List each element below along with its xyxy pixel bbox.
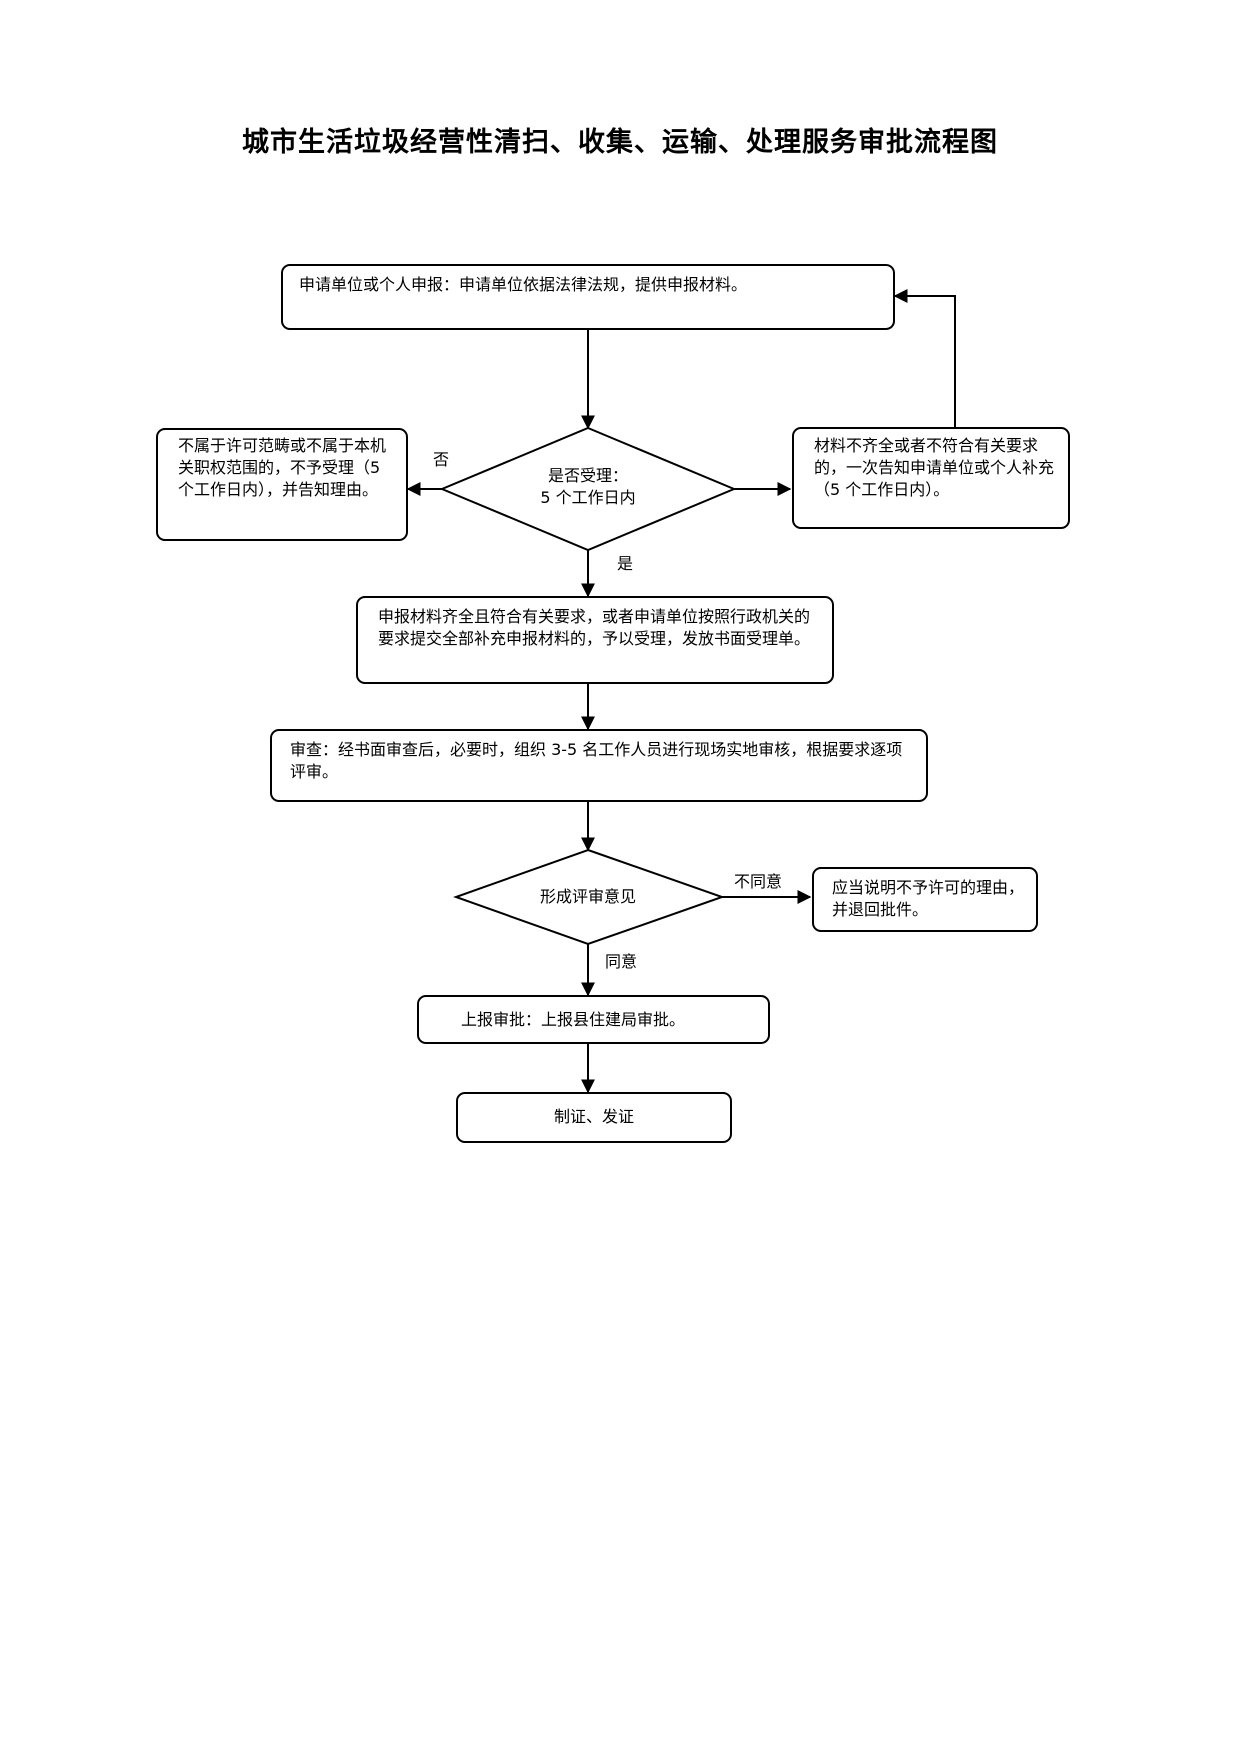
edge-label-yes: 是 [617, 554, 634, 573]
reject-box: 不属于许可范畴或不属于本机关职权范围的，不予受理（5 个工作日内），并告知理由。 [156, 428, 408, 541]
issue-box: 制证、发证 [456, 1092, 732, 1143]
report-box: 上报审批：上报县住建局审批。 [417, 995, 770, 1044]
issue-text: 制证、发证 [553, 1107, 634, 1126]
page-title: 城市生活垃圾经营性清扫、收集、运输、处理服务审批流程图 [242, 127, 998, 158]
report-text: 上报审批：上报县住建局审批。 [461, 1010, 686, 1029]
accepted-text: 申报材料齐全且符合有关要求，或者申请单位按照行政机关的要求提交全部补充申报材料的… [378, 607, 811, 648]
accepted-box: 申报材料齐全且符合有关要求，或者申请单位按照行政机关的要求提交全部补充申报材料的… [356, 596, 834, 684]
edge-label-agree: 同意 [605, 952, 638, 971]
arrow-supplement-to-apply [893, 289, 956, 427]
accept-decision-text: 是否受理： 5 个工作日内 [490, 465, 686, 509]
review-box: 审查：经书面审查后，必要时，组织 3-5 名工作人员进行现场实地审核，根据要求逐… [270, 729, 928, 802]
supplement-box: 材料不齐全或者不符合有关要求的，一次告知申请单位或个人补充（5 个工作日内）。 [792, 427, 1070, 529]
reject-text: 不属于许可范畴或不属于本机关职权范围的，不予受理（5 个工作日内），并告知理由。 [178, 436, 387, 499]
edge-label-no: 否 [433, 450, 450, 469]
supplement-text: 材料不齐全或者不符合有关要求的，一次告知申请单位或个人补充（5 个工作日内）。 [814, 436, 1055, 499]
accept-decision-line-2: 5 个工作日内 [540, 488, 636, 507]
edge-label-disagree: 不同意 [734, 872, 783, 891]
accept-decision-line-1: 是否受理： [547, 466, 628, 485]
apply-text: 申请单位或个人申报：申请单位依据法律法规，提供申报材料。 [299, 275, 748, 294]
review-text: 审查：经书面审查后，必要时，组织 3-5 名工作人员进行现场实地审核，根据要求逐… [290, 740, 903, 781]
deny-box: 应当说明不予许可的理由，并退回批件。 [812, 867, 1038, 932]
apply-box: 申请单位或个人申报：申请单位依据法律法规，提供申报材料。 [281, 264, 895, 330]
deny-text: 应当说明不予许可的理由，并退回批件。 [832, 878, 1025, 919]
opinion-decision-text: 形成评审意见 [539, 887, 636, 906]
